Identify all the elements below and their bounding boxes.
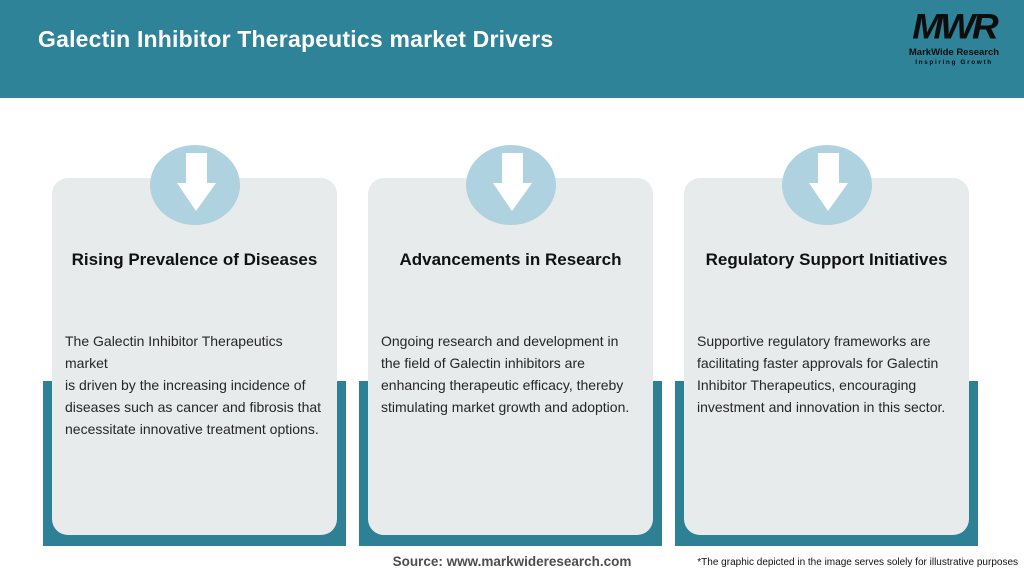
logo-company-name: MarkWide Research <box>908 47 1000 58</box>
markwide-research-logo: MWR MarkWide Research Inspiring Growth <box>904 8 1004 66</box>
down-arrow-icon <box>466 143 556 228</box>
card-body-text: Supportive regulatory frameworks are fac… <box>697 333 946 415</box>
driver-card-column-2: Advancements in Research Ongoing researc… <box>359 145 662 546</box>
disclaimer-text: *The graphic depicted in the image serve… <box>697 557 1018 568</box>
page-title: Galectin Inhibitor Therapeutics market D… <box>38 26 554 52</box>
card-body-text: The Galectin Inhibitor Therapeutics mark… <box>65 333 322 437</box>
card-title: Rising Prevalence of Diseases <box>71 250 318 269</box>
icon-circle <box>781 143 872 228</box>
icon-circle <box>149 143 240 228</box>
driver-card-column-1: Rising Prevalence of Diseases The Galect… <box>43 145 346 546</box>
header-band: Galectin Inhibitor Therapeutics market D… <box>0 0 1024 98</box>
driver-card: Rising Prevalence of Diseases The Galect… <box>52 178 337 535</box>
driver-card-column-3: Regulatory Support Initiatives Supportiv… <box>675 145 978 546</box>
card-body-text: Ongoing research and development in the … <box>381 333 630 415</box>
source-text: Source: www.markwideresearch.com <box>392 554 632 569</box>
driver-card: Regulatory Support Initiatives Supportiv… <box>684 178 969 535</box>
down-arrow-icon <box>150 143 240 228</box>
card-title: Advancements in Research <box>399 250 622 269</box>
icon-circle <box>465 143 556 228</box>
logo-tagline: Inspiring Growth <box>915 58 993 66</box>
down-arrow-icon <box>782 143 872 228</box>
logo-acronym: MWR <box>912 7 998 46</box>
driver-card: Advancements in Research Ongoing researc… <box>368 178 653 535</box>
card-title: Regulatory Support Initiatives <box>705 250 948 269</box>
